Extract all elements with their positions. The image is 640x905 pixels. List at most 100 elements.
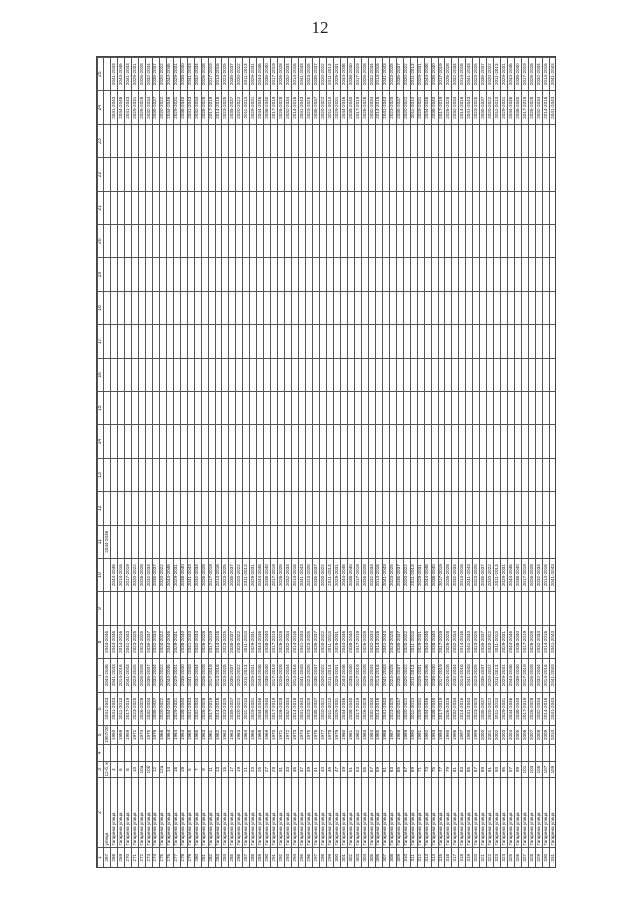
table-cell: 2017-2019 xyxy=(521,558,529,592)
table-cell xyxy=(256,191,264,225)
table-cell xyxy=(173,124,181,158)
table-cell: 12-б, корп.2 xyxy=(103,761,111,778)
table-cell xyxy=(166,458,174,492)
table-cell: 2032-2034 xyxy=(152,625,160,659)
table-cell xyxy=(451,324,459,359)
table-cell xyxy=(166,257,174,292)
table-cell xyxy=(389,491,397,526)
table-cell xyxy=(159,157,167,192)
table-cell xyxy=(173,257,181,292)
table-cell: 2026-2028 xyxy=(361,57,369,91)
table-cell xyxy=(194,458,202,492)
table-cell xyxy=(431,491,438,526)
row-number-cell: 269 xyxy=(117,847,125,867)
table-cell xyxy=(298,591,306,626)
table-cell: 2032-2034 xyxy=(194,57,202,91)
table-cell xyxy=(152,257,160,292)
table-cell: 2041-2043 xyxy=(124,91,132,125)
table-cell: 2041-2043 xyxy=(382,658,390,693)
row-number-cell: 274 xyxy=(152,847,160,867)
table-cell xyxy=(291,224,299,258)
table-cell: 2017-2019 xyxy=(521,57,529,91)
table-cell: 2041-2043 xyxy=(187,625,195,659)
table-cell xyxy=(493,257,501,292)
table-cell xyxy=(215,324,222,359)
table-cell: 2038-2040 xyxy=(180,625,188,659)
table-cell xyxy=(542,424,550,459)
table-cell xyxy=(396,157,404,192)
row-number-cell: 317 xyxy=(451,847,459,867)
table-cell xyxy=(507,324,515,359)
table-cell xyxy=(347,525,355,559)
table-cell xyxy=(117,391,125,425)
table-cell xyxy=(535,224,543,258)
table-cell xyxy=(124,257,132,292)
table-cell xyxy=(354,191,362,225)
table-cell: 2026-2028 xyxy=(361,658,369,693)
table-cell xyxy=(424,591,432,626)
table-cell xyxy=(354,157,362,192)
table-cell xyxy=(319,224,327,258)
table-cell xyxy=(340,257,348,292)
street-name-cell: Гагарина улица xyxy=(479,777,487,848)
table-cell: 2041-2043 xyxy=(382,625,390,659)
table-cell: 2020-2022 xyxy=(131,558,139,592)
table-cell xyxy=(354,744,362,762)
table-cell: 2029-2031 xyxy=(417,558,425,592)
row-number-cell: 287 xyxy=(242,847,250,867)
table-cell: 2029-2031 xyxy=(500,558,508,592)
table-cell xyxy=(305,358,313,392)
table-cell xyxy=(194,291,202,325)
table-cell xyxy=(333,324,341,359)
table-cell xyxy=(347,424,355,459)
table-cell xyxy=(173,191,181,225)
table-cell: 2029-2031 xyxy=(500,625,508,659)
table-cell xyxy=(340,157,348,192)
table-cell xyxy=(194,491,202,526)
table-cell xyxy=(194,358,202,392)
table-cell xyxy=(354,358,362,392)
table-cell: 83 xyxy=(458,761,466,778)
table-cell xyxy=(333,391,341,425)
table-cell: 2026-2028 xyxy=(277,692,285,726)
street-name-cell: Гагарина улица xyxy=(521,777,529,848)
table-cell xyxy=(201,591,209,626)
table-cell: 2023-2025 xyxy=(389,625,397,659)
table-cell xyxy=(361,525,369,559)
table-cell xyxy=(549,424,555,459)
table-cell xyxy=(479,391,487,425)
table-cell xyxy=(361,424,369,459)
table-cell xyxy=(194,591,202,626)
table-cell xyxy=(542,191,550,225)
table-cell xyxy=(444,491,452,526)
table-cell xyxy=(159,124,167,158)
table-cell xyxy=(110,191,118,225)
table-cell xyxy=(535,424,543,459)
table-cell: 2038-2040 xyxy=(263,57,271,91)
table-cell: 2032-2034 xyxy=(451,692,459,726)
table-cell xyxy=(242,291,250,325)
table-cell xyxy=(208,257,215,292)
table-cell xyxy=(410,157,418,192)
table-cell xyxy=(242,358,250,392)
table-cell xyxy=(417,291,425,325)
table-cell xyxy=(451,124,459,158)
table-cell: 2026-2028 xyxy=(277,57,285,91)
table-cell xyxy=(173,291,181,325)
table-cell: 69 xyxy=(410,761,418,778)
table-cell: 2026-2028 xyxy=(528,658,536,693)
table-cell xyxy=(486,324,494,359)
table-cell: 2011-2013 xyxy=(410,91,418,125)
table-cell xyxy=(180,191,188,225)
table-cell: 2035-2037 xyxy=(396,692,404,726)
table-cell xyxy=(465,291,473,325)
table-cell xyxy=(228,157,236,192)
table-cell: 2044-2046 xyxy=(507,558,515,592)
table-cell xyxy=(270,324,278,359)
